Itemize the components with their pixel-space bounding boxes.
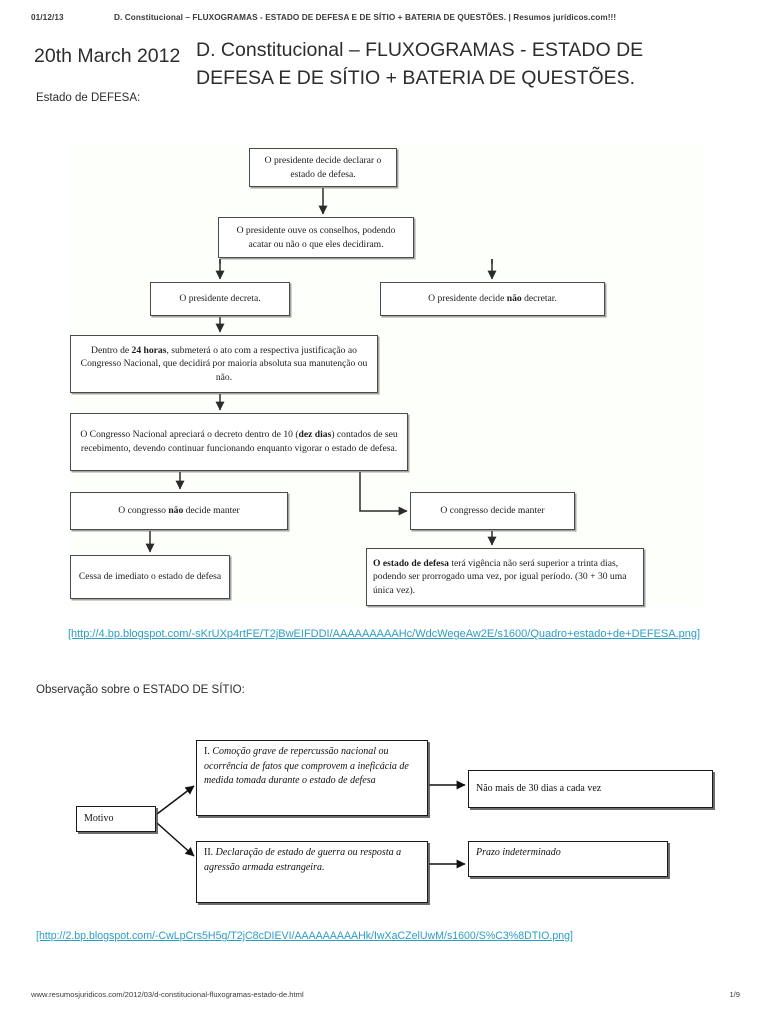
vig-post: terá vigência não será superior a trinta… xyxy=(373,557,627,596)
nao-dec-emph: não xyxy=(506,293,522,305)
nm-emph: não xyxy=(168,505,184,517)
flow-node-congresso-mantem: O congresso decide manter xyxy=(410,492,575,530)
print-header-date: 01/12/13 xyxy=(31,13,64,22)
flow-node-congresso-10-dias: O Congresso Nacional apreciará o decreto… xyxy=(70,413,408,471)
flow-node-24-horas-congresso: Dentro de 24 horas, submeterá o ato com … xyxy=(70,335,378,393)
flow2-node-motivo: Motivo xyxy=(76,806,156,832)
browser-print-header: 01/12/13 D. Constitucional – FLUXOGRAMAS… xyxy=(0,12,768,28)
flowchart-estado-de-sitio: Motivo I. Comoção grave de repercussão n… xyxy=(68,728,718,908)
flowchart-connectors-defesa xyxy=(145,188,497,553)
flow2-node-prazo-indeterminado: Prazo indeterminado xyxy=(468,841,668,877)
print-footer: www.resumosjuridicos.com/2012/03/d-const… xyxy=(0,990,768,1004)
print-header-title: D. Constitucional – FLUXOGRAMAS - ESTADO… xyxy=(114,13,617,22)
vig-emph: O estado de defesa xyxy=(373,557,449,569)
item-ii-numeral: II. xyxy=(204,847,214,858)
item-i-numeral: I. xyxy=(204,746,210,757)
nao-dec-post: decretar. xyxy=(521,293,557,305)
item-ii-text: Declaração de estado de guerra ou respos… xyxy=(204,847,402,873)
flowchart-estado-de-defesa: O presidente decide declarar o estado de… xyxy=(70,144,703,606)
flow2-node-prazo-30-dias: Não mais de 30 dias a cada vez xyxy=(468,770,713,808)
flow2-node-item-ii: II. Declaração de estado de guerra ou re… xyxy=(196,841,428,903)
flow-node-presidente-declara: O presidente decide declarar o estado de… xyxy=(249,148,397,187)
image-source-link-sitio[interactable]: [http://2.bp.blogspot.com/-CwLpCrs5H5g/T… xyxy=(36,930,573,942)
image-source-link-defesa[interactable]: [http://4.bp.blogspot.com/-sKrUXp4rtFE/T… xyxy=(67,628,701,640)
flow-node-presidente-ouve-conselhos: O presidente ouve os conselhos, podendo … xyxy=(218,217,414,258)
flow-node-presidente-nao-decreta: O presidente decide não decretar. xyxy=(380,282,605,316)
item-i-text: Comoção grave de repercussão nacional ou… xyxy=(204,746,409,787)
flow-node-cessa-estado-defesa: Cessa de imediato o estado de defesa xyxy=(70,555,230,599)
section-label-estado-defesa: Estado de DEFESA: xyxy=(36,92,141,104)
nao-dec-pre: O presidente decide xyxy=(428,293,507,305)
nm-pre: O congresso xyxy=(118,505,169,517)
page-title: D. Constitucional – FLUXOGRAMAS - ESTADO… xyxy=(196,39,644,89)
section-label-estado-sitio: Observação sobre o ESTADO DE SÍTIO: xyxy=(36,684,245,696)
c10-pre: O Congresso Nacional apreciará o decreto… xyxy=(80,429,299,441)
c10-post: ) contados de seu recebimento, devendo c… xyxy=(80,429,398,454)
h24-emph: 24 horas xyxy=(131,344,167,356)
h24-pre: Dentro de xyxy=(91,344,132,356)
flowchart-connectors-sitio xyxy=(156,780,466,869)
footer-url: www.resumosjuridicos.com/2012/03/d-const… xyxy=(31,990,304,999)
h24-post: , submeterá o ato com a respectiva justi… xyxy=(80,344,368,383)
c10-emph: dez dias xyxy=(298,429,332,441)
flow-node-vigencia-trinta-dias: O estado de defesa terá vigência não ser… xyxy=(366,548,644,606)
footer-page-number: 1/9 xyxy=(729,990,740,999)
post-date: 20th March 2012 xyxy=(34,45,181,67)
nm-post: decide manter xyxy=(183,505,240,517)
flow2-node-item-i: I. Comoção grave de repercussão nacional… xyxy=(196,740,428,816)
flow-node-presidente-decreta: O presidente decreta. xyxy=(150,282,290,316)
flow-node-congresso-nao-mantem: O congresso não decide manter xyxy=(70,492,288,530)
